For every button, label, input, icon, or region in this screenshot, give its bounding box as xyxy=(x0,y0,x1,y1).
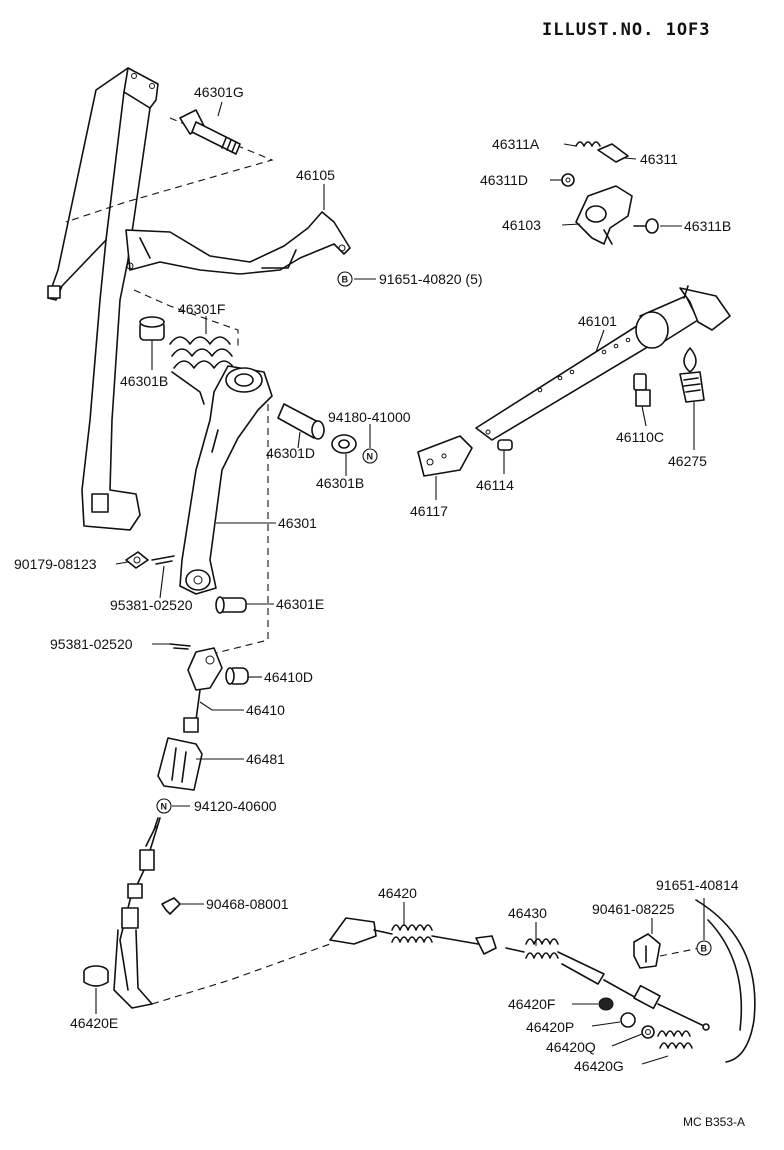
bolt-46311b-drawing xyxy=(633,218,659,234)
bushing-46301b-top-drawing xyxy=(139,316,165,341)
label-46110c: 46110C xyxy=(616,429,664,445)
label-46301d: 46301D xyxy=(266,445,315,461)
label-46311d: 46311D xyxy=(480,172,528,188)
label-46103: 46103 xyxy=(502,217,541,233)
label-94120-40600: 94120-40600 xyxy=(194,798,277,814)
label-46410: 46410 xyxy=(246,702,285,718)
spring-46420g-drawing xyxy=(657,1030,693,1049)
grommet-46420e-drawing xyxy=(83,965,109,987)
label-95381-02520-b: 95381-02520 xyxy=(50,636,133,652)
label-46311b: 46311B xyxy=(684,218,731,234)
part-labels: 46301G 46105 91651-40820 (5) 46301F 4630… xyxy=(14,84,739,1074)
label-90179-08123: 90179-08123 xyxy=(14,556,97,572)
clevis-46410-drawing xyxy=(183,647,223,733)
svg-text:N: N xyxy=(161,802,168,812)
label-46301b: 46301B xyxy=(316,475,364,491)
cable-46430-drawing xyxy=(505,938,710,1031)
label-90461-08225: 90461-08225 xyxy=(592,901,675,917)
label-46301g: 46301G xyxy=(194,84,244,100)
clip-90461-08225-drawing xyxy=(633,933,661,969)
pin-46301d-drawing xyxy=(277,403,325,440)
label-46410d: 46410D xyxy=(264,669,313,685)
label-46301f: 46301F xyxy=(178,301,225,317)
illustration-number: ILLUST.NO. 1OF3 xyxy=(542,20,711,40)
pin-46114-drawing xyxy=(497,439,513,451)
pin-95381-02520-a-drawing xyxy=(151,555,175,565)
spring-46301f-drawing xyxy=(169,336,235,405)
label-46311a: 46311A xyxy=(492,136,540,152)
bolt-91651-40814-badge: B xyxy=(696,940,712,956)
spring-46311a-drawing xyxy=(575,141,601,147)
bulb-46110c-drawing xyxy=(633,373,651,407)
label-46420: 46420 xyxy=(378,885,417,901)
label-46105: 46105 xyxy=(296,167,335,183)
label-91651-40820: 91651-40820 (5) xyxy=(379,271,483,287)
diagram-code: MC B353-A xyxy=(683,1115,745,1129)
bolt-91651-40820-badge: B xyxy=(337,271,353,287)
label-46420g: 46420G xyxy=(574,1058,624,1074)
clip-90468-08001-drawing xyxy=(161,897,181,915)
pedal-bracket-drawing xyxy=(47,67,351,531)
bushing-46301b-drawing xyxy=(331,434,357,454)
svg-text:N: N xyxy=(367,452,374,462)
label-46101: 46101 xyxy=(578,313,617,329)
leader-lines xyxy=(95,101,705,1065)
washer-46420p-drawing xyxy=(620,1012,636,1028)
bracket-46481-drawing xyxy=(157,737,203,791)
label-46420q: 46420Q xyxy=(546,1039,596,1055)
nut-46420f-drawing xyxy=(598,997,614,1011)
pin-46410d-drawing xyxy=(225,667,249,685)
svg-text:B: B xyxy=(342,275,349,285)
pin-46301e-drawing xyxy=(215,596,247,614)
label-46117: 46117 xyxy=(410,503,448,519)
guide-46103-drawing xyxy=(575,185,633,245)
tag-46275-drawing xyxy=(679,347,705,403)
label-46481: 46481 xyxy=(246,751,285,767)
label-46420f: 46420F xyxy=(508,996,555,1012)
bolt-46301g-drawing xyxy=(179,109,241,155)
bracket-46117-drawing xyxy=(417,435,473,477)
label-46420e: 46420E xyxy=(70,1015,118,1031)
label-90468-08001: 90468-08001 xyxy=(206,896,289,912)
label-46301: 46301 xyxy=(278,515,317,531)
label-46114: 46114 xyxy=(476,477,514,493)
nut-94180-41000-badge: N xyxy=(362,448,378,464)
release-rod-46101-drawing xyxy=(475,285,731,441)
label-46301e: 46301E xyxy=(276,596,324,612)
label-91651-40814: 91651-40814 xyxy=(656,877,739,893)
cable-46420-drawing xyxy=(113,817,161,1009)
nut-90179-08123-drawing xyxy=(125,551,149,569)
cap-46311-drawing xyxy=(597,143,629,163)
cable-46420-end-drawing xyxy=(329,917,497,955)
label-94180-41000: 94180-41000 xyxy=(328,409,411,425)
label-46420p: 46420P xyxy=(526,1019,574,1035)
washer-46420q-drawing xyxy=(641,1025,655,1039)
label-46301b-top: 46301B xyxy=(120,373,168,389)
label-46311: 46311 xyxy=(640,151,678,167)
pedal-arm-46301-drawing xyxy=(179,365,273,595)
label-95381-02520-a: 95381-02520 xyxy=(110,597,193,613)
label-46430: 46430 xyxy=(508,905,547,921)
label-46275: 46275 xyxy=(668,453,707,469)
svg-text:B: B xyxy=(701,944,708,954)
clip-46311d-drawing xyxy=(561,173,575,187)
nut-94120-40600-badge: N xyxy=(156,798,172,814)
pin-95381-02520-b-drawing xyxy=(169,643,191,650)
